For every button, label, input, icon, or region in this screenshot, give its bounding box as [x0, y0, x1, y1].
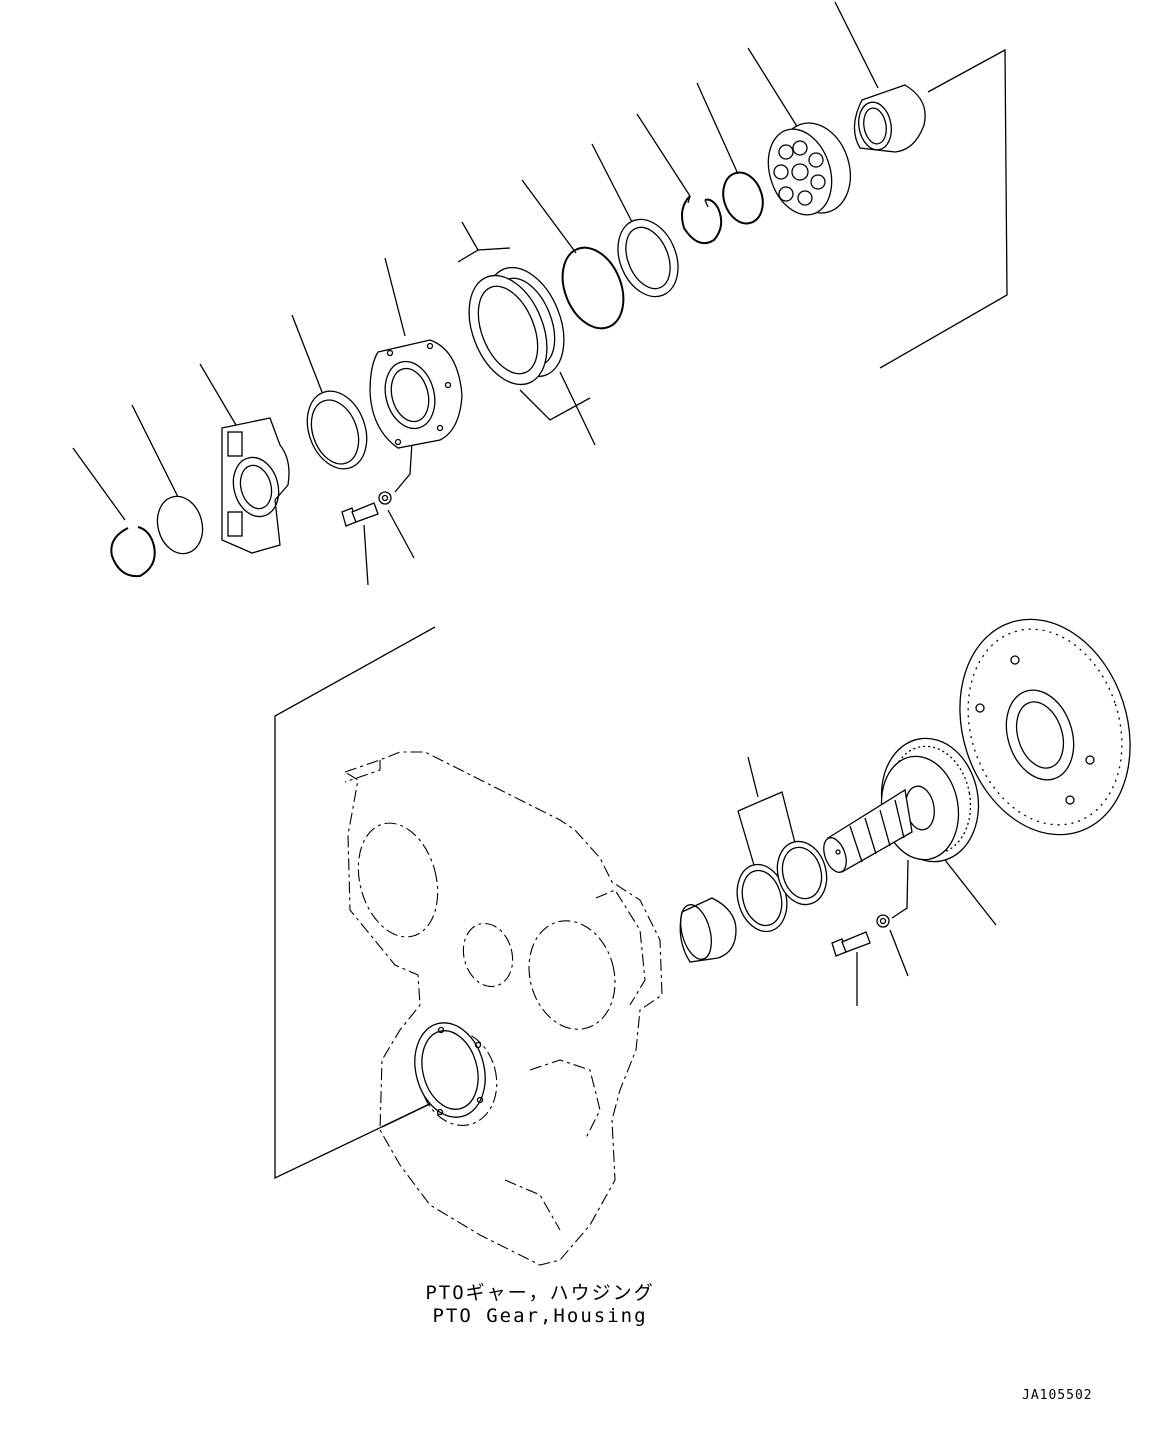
leader-line [737, 791, 796, 844]
bushing-part [853, 84, 926, 153]
gear-housing-phantom [343, 751, 663, 1266]
spacer-disc-part [156, 495, 204, 555]
leader-line [559, 371, 596, 446]
caption-english: PTO Gear,Housing [432, 1305, 648, 1327]
leader-line [199, 363, 237, 426]
o-ring-part [561, 246, 625, 330]
drawing-id-label: JA105502 [1022, 1388, 1093, 1403]
leader-line [131, 404, 179, 498]
leader-line [519, 389, 591, 421]
leader-line [696, 82, 739, 175]
lower-assembly-group [274, 618, 1131, 1266]
leader-line [889, 929, 909, 977]
leader-line [521, 179, 577, 254]
bolt-washer-upper [341, 491, 392, 527]
caption-japanese: PTOギャー，ハウジング [425, 1282, 655, 1304]
leader-line [747, 47, 799, 129]
housing-bore-ring [414, 1022, 486, 1118]
circlip-part [681, 195, 723, 244]
group-bracket-lower [274, 626, 439, 1180]
leader-line [891, 859, 909, 919]
pto-gear-shaft-part [823, 737, 980, 873]
snap-ring-left-part [110, 526, 156, 578]
leader-line [747, 756, 759, 798]
leader-line [387, 509, 415, 559]
leader-line [834, 1, 879, 89]
group-bracket-upper [879, 48, 1008, 369]
flange-coupling-part [221, 417, 290, 554]
bearing-race-part [617, 218, 679, 298]
leader-line [394, 441, 413, 493]
shim-lower-part [776, 840, 828, 906]
bushing-lower-part [679, 897, 737, 963]
leader-line [363, 524, 369, 586]
leader-line [477, 247, 511, 251]
leader-line [384, 257, 406, 337]
leader-line [636, 113, 691, 197]
snap-ring-part [722, 171, 764, 225]
leader-line [737, 810, 757, 873]
shim-lower-inner [781, 846, 823, 900]
bearing-retainer-part [369, 339, 463, 449]
flange-plate-part [959, 618, 1131, 836]
seal-ring-part [306, 390, 368, 470]
shim-set-part [468, 266, 565, 386]
leader-line [291, 314, 323, 393]
leader-line [72, 447, 126, 521]
upper-assembly-group [72, 1, 1008, 586]
leader-line [944, 859, 997, 926]
leader-line [591, 143, 633, 223]
roller-bearing-part [767, 122, 851, 216]
bolt-washer-lower [831, 914, 890, 957]
leader-line [457, 221, 479, 263]
shim-lower-inner [741, 869, 783, 927]
